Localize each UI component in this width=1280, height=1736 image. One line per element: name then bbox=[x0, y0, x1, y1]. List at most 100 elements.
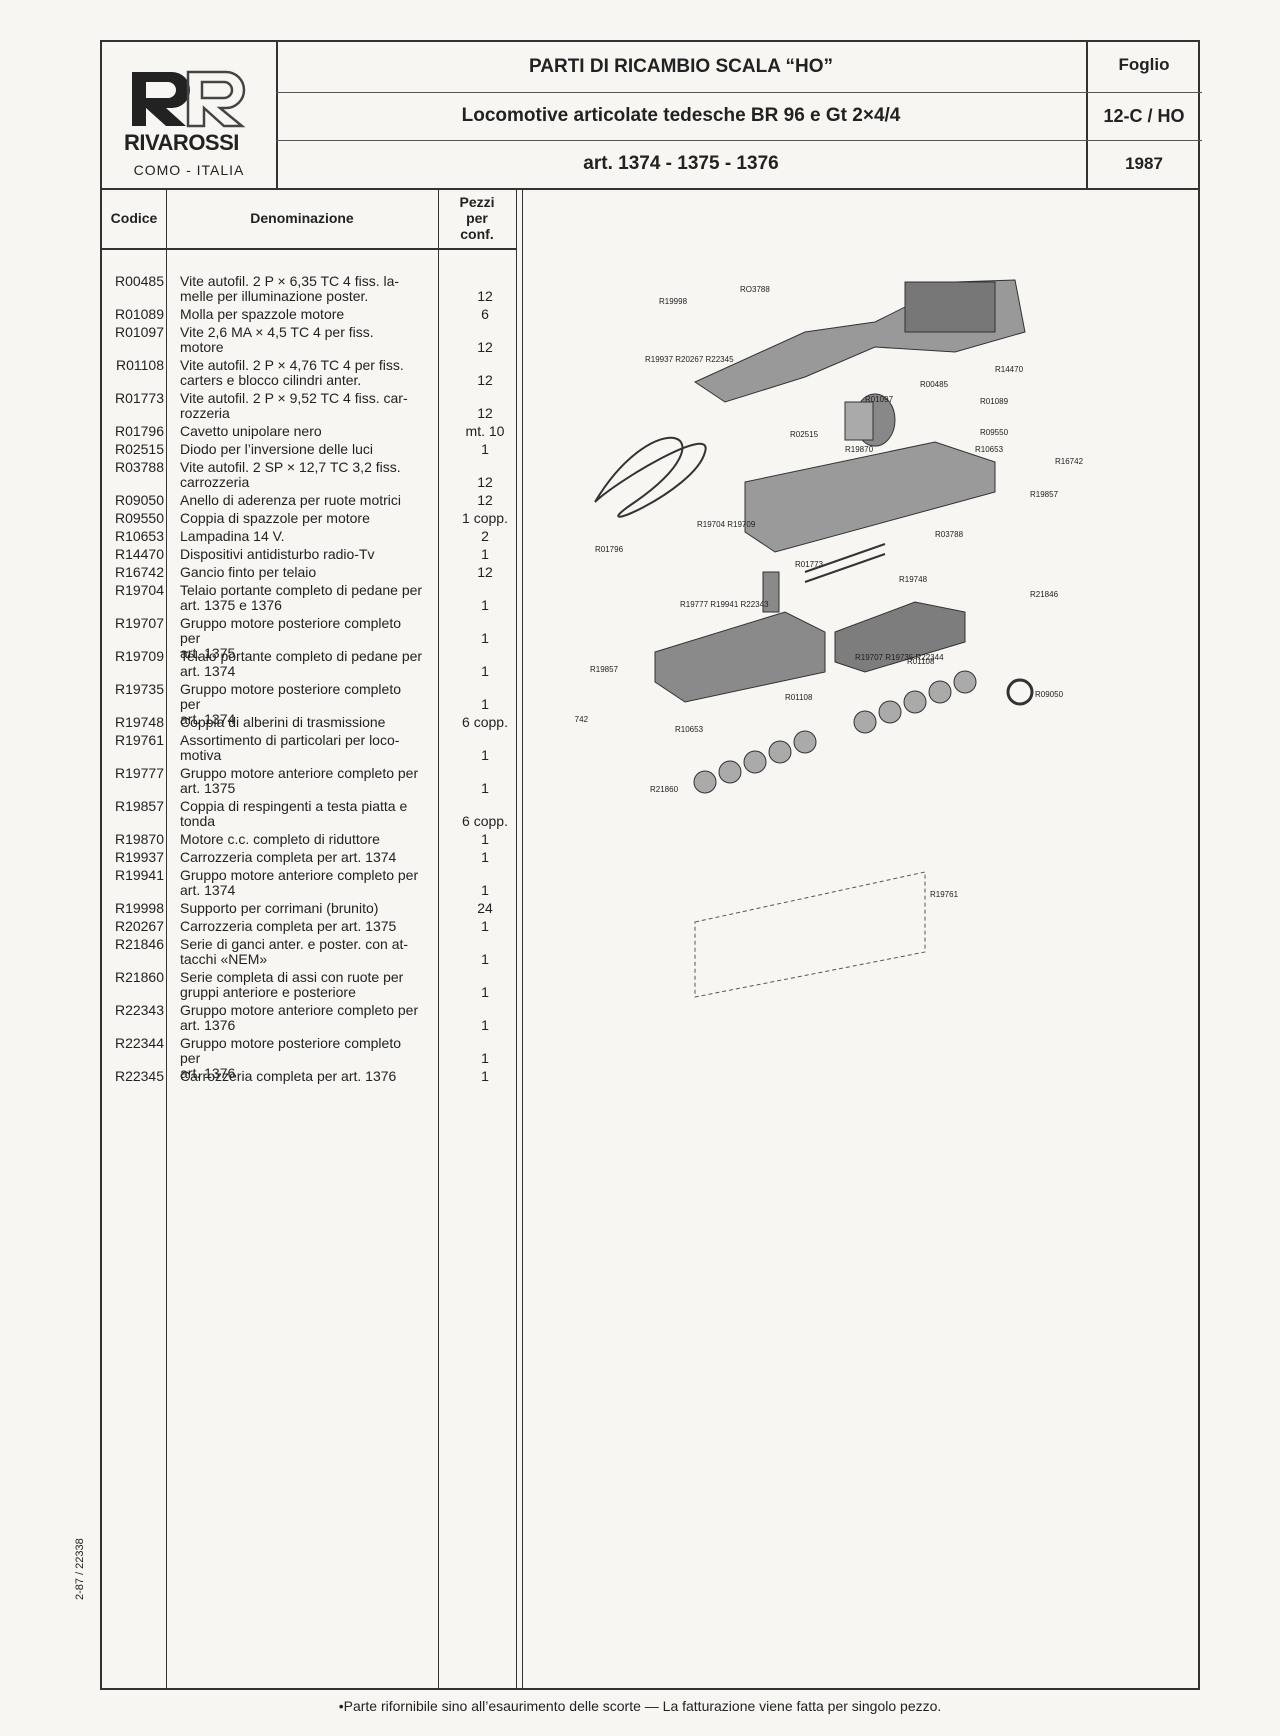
description-line: art. 1374 bbox=[180, 663, 236, 679]
description-line: Telaio portante completo di pedane per bbox=[180, 582, 423, 598]
column-header-code: Codice bbox=[102, 188, 166, 250]
part-code: R19998 bbox=[114, 900, 164, 916]
description-line: art. 1375 bbox=[180, 780, 236, 796]
description-line: Molla per spazzole motore bbox=[180, 306, 345, 322]
part-code: R14470 bbox=[114, 546, 164, 562]
part-label: R19777 R19941 R22343 bbox=[680, 600, 769, 609]
column-header-qty: Pezzi per conf. bbox=[438, 188, 516, 250]
document-code: 2-87 / 22338 bbox=[74, 1538, 86, 1600]
description-line: Vite 2,6 MA × 4,5 TC 4 per fiss. bbox=[180, 324, 374, 340]
table-row: R02515 Diodo per l’inversione delle luci 1 bbox=[102, 442, 562, 460]
table-row: R19735 Gruppo motore posteriore completo … bbox=[102, 681, 562, 727]
part-quantity: 1 bbox=[481, 951, 489, 967]
table-row: R19704 Telaio portante completo di pedane… bbox=[102, 583, 562, 616]
brand-location: COMO - ITALIA bbox=[133, 162, 245, 178]
part-quantity: 1 bbox=[481, 1068, 489, 1084]
part-description: Coppia di alberini di trasmissione bbox=[180, 715, 425, 730]
part-code: R21860 bbox=[114, 969, 164, 985]
part-label: R01108 bbox=[785, 693, 813, 702]
part-code: R19704 bbox=[114, 582, 164, 598]
description-line: Serie completa di assi con ruote per bbox=[180, 969, 404, 985]
description-line: carters e blocco cilindri anter. bbox=[180, 372, 362, 388]
part-quantity: 12 bbox=[477, 474, 493, 490]
part-quantity: 6 bbox=[481, 306, 489, 322]
description-line: Cavetto unipolare nero bbox=[180, 423, 322, 439]
part-quantity: 6 copp. bbox=[462, 813, 508, 829]
part-description: Vite autofil. 2 SP × 12,7 TC 3,2 fiss.ca… bbox=[180, 460, 425, 490]
part-quantity: 1 bbox=[481, 780, 489, 796]
part-quantity: 24 bbox=[477, 900, 493, 916]
part-label: RO3788 bbox=[740, 285, 770, 294]
part-label: R19857 bbox=[1030, 490, 1059, 499]
part-quantity: mt. 10 bbox=[465, 423, 505, 439]
part-label: R01097 bbox=[865, 395, 894, 404]
part-code: R01108 bbox=[115, 357, 164, 373]
part-quantity: 12 bbox=[477, 372, 493, 388]
description-line: Telaio portante completo di pedane per bbox=[180, 648, 423, 664]
description-line: Diodo per l’inversione delle luci bbox=[180, 441, 373, 457]
part-quantity: 1 copp. bbox=[462, 510, 508, 526]
part-code: R09550 bbox=[114, 510, 164, 526]
table-row: R01089 Molla per spazzole motore 6 bbox=[102, 307, 562, 325]
part-code: R01089 bbox=[114, 306, 164, 322]
part-label: R10653 bbox=[675, 725, 704, 734]
frame-drawing bbox=[744, 441, 996, 553]
part-code: R19937 bbox=[114, 849, 164, 865]
part-code: R19777 bbox=[114, 765, 164, 781]
part-code: R22343 bbox=[114, 1002, 164, 1018]
part-label: R19857 bbox=[590, 665, 619, 674]
description-line: carrozzeria bbox=[180, 474, 250, 490]
part-quantity: 1 bbox=[481, 441, 489, 457]
part-code: R19735 bbox=[114, 681, 164, 697]
description-line: tacchi «NEM» bbox=[180, 951, 268, 967]
part-quantity: 1 bbox=[481, 630, 489, 646]
description-line: art. 1375 e 1376 bbox=[180, 597, 282, 613]
description-line: melle per illuminazione poster. bbox=[180, 288, 369, 304]
description-line: art. 1376 bbox=[180, 1017, 236, 1033]
part-code: R19761 bbox=[114, 732, 164, 748]
document-subtitle: Locomotive articolate tedesche BR 96 e G… bbox=[276, 92, 1086, 141]
part-label: R21846 bbox=[1030, 590, 1059, 599]
description-line: Gancio finto per telaio bbox=[180, 564, 317, 580]
description-line: art. 1375 bbox=[180, 645, 236, 661]
description-line: Coppia di spazzole per motore bbox=[180, 510, 370, 526]
front-motor-group-drawing bbox=[654, 571, 826, 703]
part-code: R02515 bbox=[114, 441, 164, 457]
part-description: Carrozzeria completa per art. 1376 bbox=[180, 1069, 425, 1084]
description-line: Gruppo motore posteriore completo per bbox=[180, 681, 401, 712]
description-line: Gruppo motore posteriore completo per bbox=[180, 1035, 401, 1066]
part-code: R19870 bbox=[114, 831, 164, 847]
description-line: Motore c.c. completo di riduttore bbox=[180, 831, 380, 847]
footer-note: •Parte rifornibile sino all’esaurimento … bbox=[338, 1698, 942, 1714]
part-label: R19707 R19735 R22344 bbox=[855, 653, 944, 662]
part-label: R10653 bbox=[975, 445, 1004, 454]
description-line: Gruppo motore posteriore completo per bbox=[180, 615, 401, 646]
rear-motor-group-drawing bbox=[834, 601, 966, 673]
part-description: Serie di ganci anter. e poster. con at-t… bbox=[180, 937, 425, 967]
part-code: R22345 bbox=[114, 1068, 164, 1084]
description-line: Coppia di respingenti a testa piatta e bbox=[180, 798, 408, 814]
article-numbers: art. 1374 - 1375 - 1376 bbox=[583, 153, 779, 174]
column-header-name: Denominazione bbox=[166, 188, 438, 250]
description-line: Coppia di alberini di trasmissione bbox=[180, 714, 386, 730]
part-quantity: 12 bbox=[477, 492, 493, 508]
cable-coil-drawing bbox=[594, 436, 707, 518]
part-quantity: 1 bbox=[481, 546, 489, 562]
part-quantity: 1 bbox=[481, 1017, 489, 1033]
